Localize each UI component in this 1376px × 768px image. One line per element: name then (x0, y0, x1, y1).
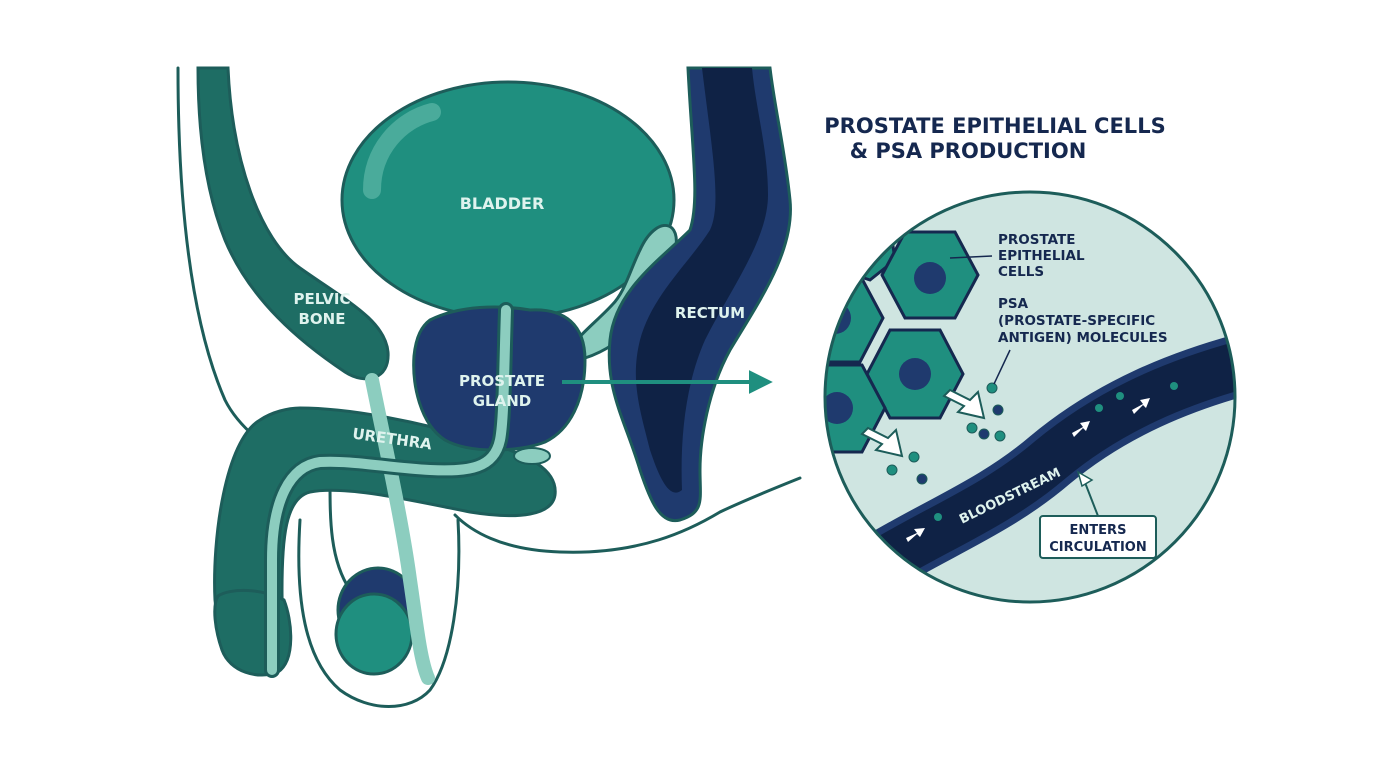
epithelial-label-3: CELLS (998, 264, 1044, 280)
prostate-gland-label-1: PROSTATE (459, 372, 545, 390)
flow-arrows (906, 398, 1150, 542)
psa-label-1: PSA (998, 296, 1029, 312)
cell-nucleus (914, 262, 946, 294)
epithelial-callout-line (949, 255, 993, 259)
epithelial-label-1: PROSTATE (998, 232, 1075, 248)
blood-molecule (1095, 404, 1103, 412)
enters-circulation-box (1039, 515, 1157, 559)
prostate-gland-label-2: GLAND (473, 392, 531, 410)
flow-arrow (1132, 398, 1150, 414)
psa-label-2: (PROSTATE-SPECIFIC (998, 313, 1155, 329)
bladder-highlight (363, 103, 441, 199)
psa-molecule (986, 382, 998, 394)
flow-arrow (906, 528, 925, 542)
pelvic-bone-label-1: PELVIC (294, 290, 351, 308)
rectum-inner (635, 68, 768, 493)
psa-molecule (992, 404, 1004, 416)
urethra-tube (267, 305, 511, 675)
cell-nucleus (899, 358, 931, 390)
pelvic-bone-label-2: BONE (299, 310, 346, 328)
title-line-1: PROSTATE EPITHELIAL CELLS (824, 114, 1165, 138)
blood-molecule (1116, 392, 1124, 400)
circulation-callout-line (1083, 479, 1099, 517)
epithelial-label-2: EPITHELIAL (998, 248, 1085, 264)
psa-molecule (994, 430, 1006, 442)
psa-label-3: ANTIGEN) MOLECULES (998, 330, 1168, 346)
title-line-2: & PSA PRODUCTION (850, 139, 1087, 163)
psa-molecule (966, 422, 978, 434)
circulation-callout-arrow (1076, 470, 1094, 488)
psa-molecule (886, 464, 898, 476)
blood-molecule (1170, 382, 1178, 390)
cell-nucleus (825, 392, 853, 424)
secretion-arrow (942, 388, 986, 420)
enters-circulation-label-2: CIRCULATION (1049, 540, 1146, 555)
secretion-arrow (860, 426, 904, 458)
testicle (334, 592, 414, 676)
blood-molecule (934, 513, 942, 521)
vas-deferens (365, 373, 435, 685)
enters-circulation-label-1: ENTERS (1070, 523, 1127, 538)
magnified-circle-border (823, 190, 1237, 604)
secretion-arrows (860, 388, 986, 458)
bladder-label: BLADDER (460, 194, 545, 213)
psa-callout-line (993, 349, 1011, 385)
bulbourethral-gland (513, 447, 551, 465)
psa-molecule (978, 428, 990, 440)
magnified-view (823, 190, 1237, 604)
blood-molecule (883, 551, 891, 559)
psa-molecules (886, 382, 1006, 485)
flow-arrow (1072, 421, 1090, 437)
psa-molecule (908, 451, 920, 463)
psa-molecule (916, 473, 928, 485)
rectum-label: RECTUM (675, 304, 745, 322)
